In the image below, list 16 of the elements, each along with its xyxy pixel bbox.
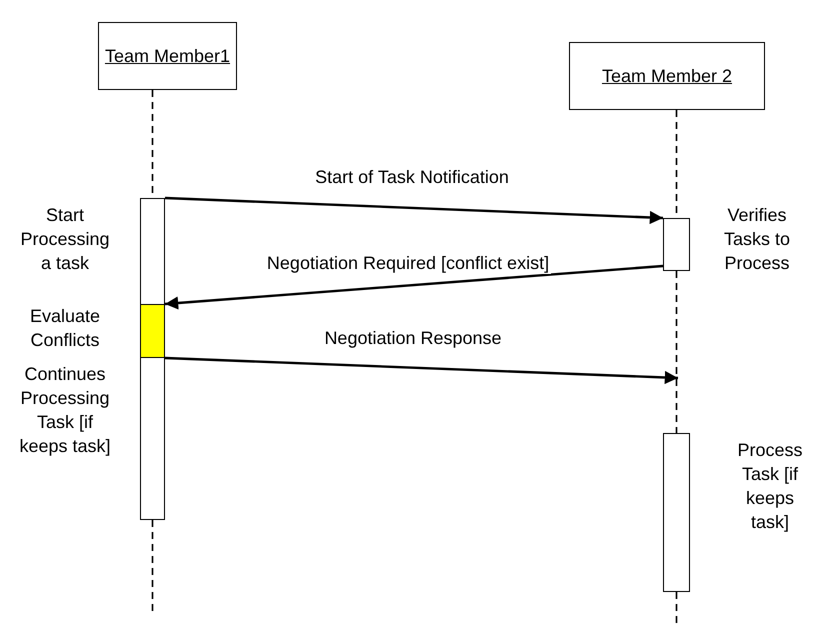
message-arrow xyxy=(164,264,664,310)
activity-note: Process Task [if keeps task] xyxy=(736,439,804,534)
lifeline xyxy=(676,271,678,433)
activation-bar xyxy=(663,218,690,271)
activity-note: Start Processing a task xyxy=(19,204,111,275)
lifeline-header-box: Team Member1 xyxy=(98,22,237,90)
lifeline xyxy=(676,592,678,624)
activity-note: Verifies Tasks to Process xyxy=(722,204,792,275)
activation-bar xyxy=(140,304,165,358)
activity-note: Evaluate Conflicts xyxy=(28,305,102,352)
activation-bar xyxy=(140,198,165,520)
activation-bar xyxy=(663,433,690,592)
lifeline-header-box: Team Member 2 xyxy=(569,42,765,110)
message-arrow xyxy=(164,356,678,384)
activity-note: Continues Processing Task [if keeps task] xyxy=(18,363,112,458)
message-arrow xyxy=(164,196,664,224)
